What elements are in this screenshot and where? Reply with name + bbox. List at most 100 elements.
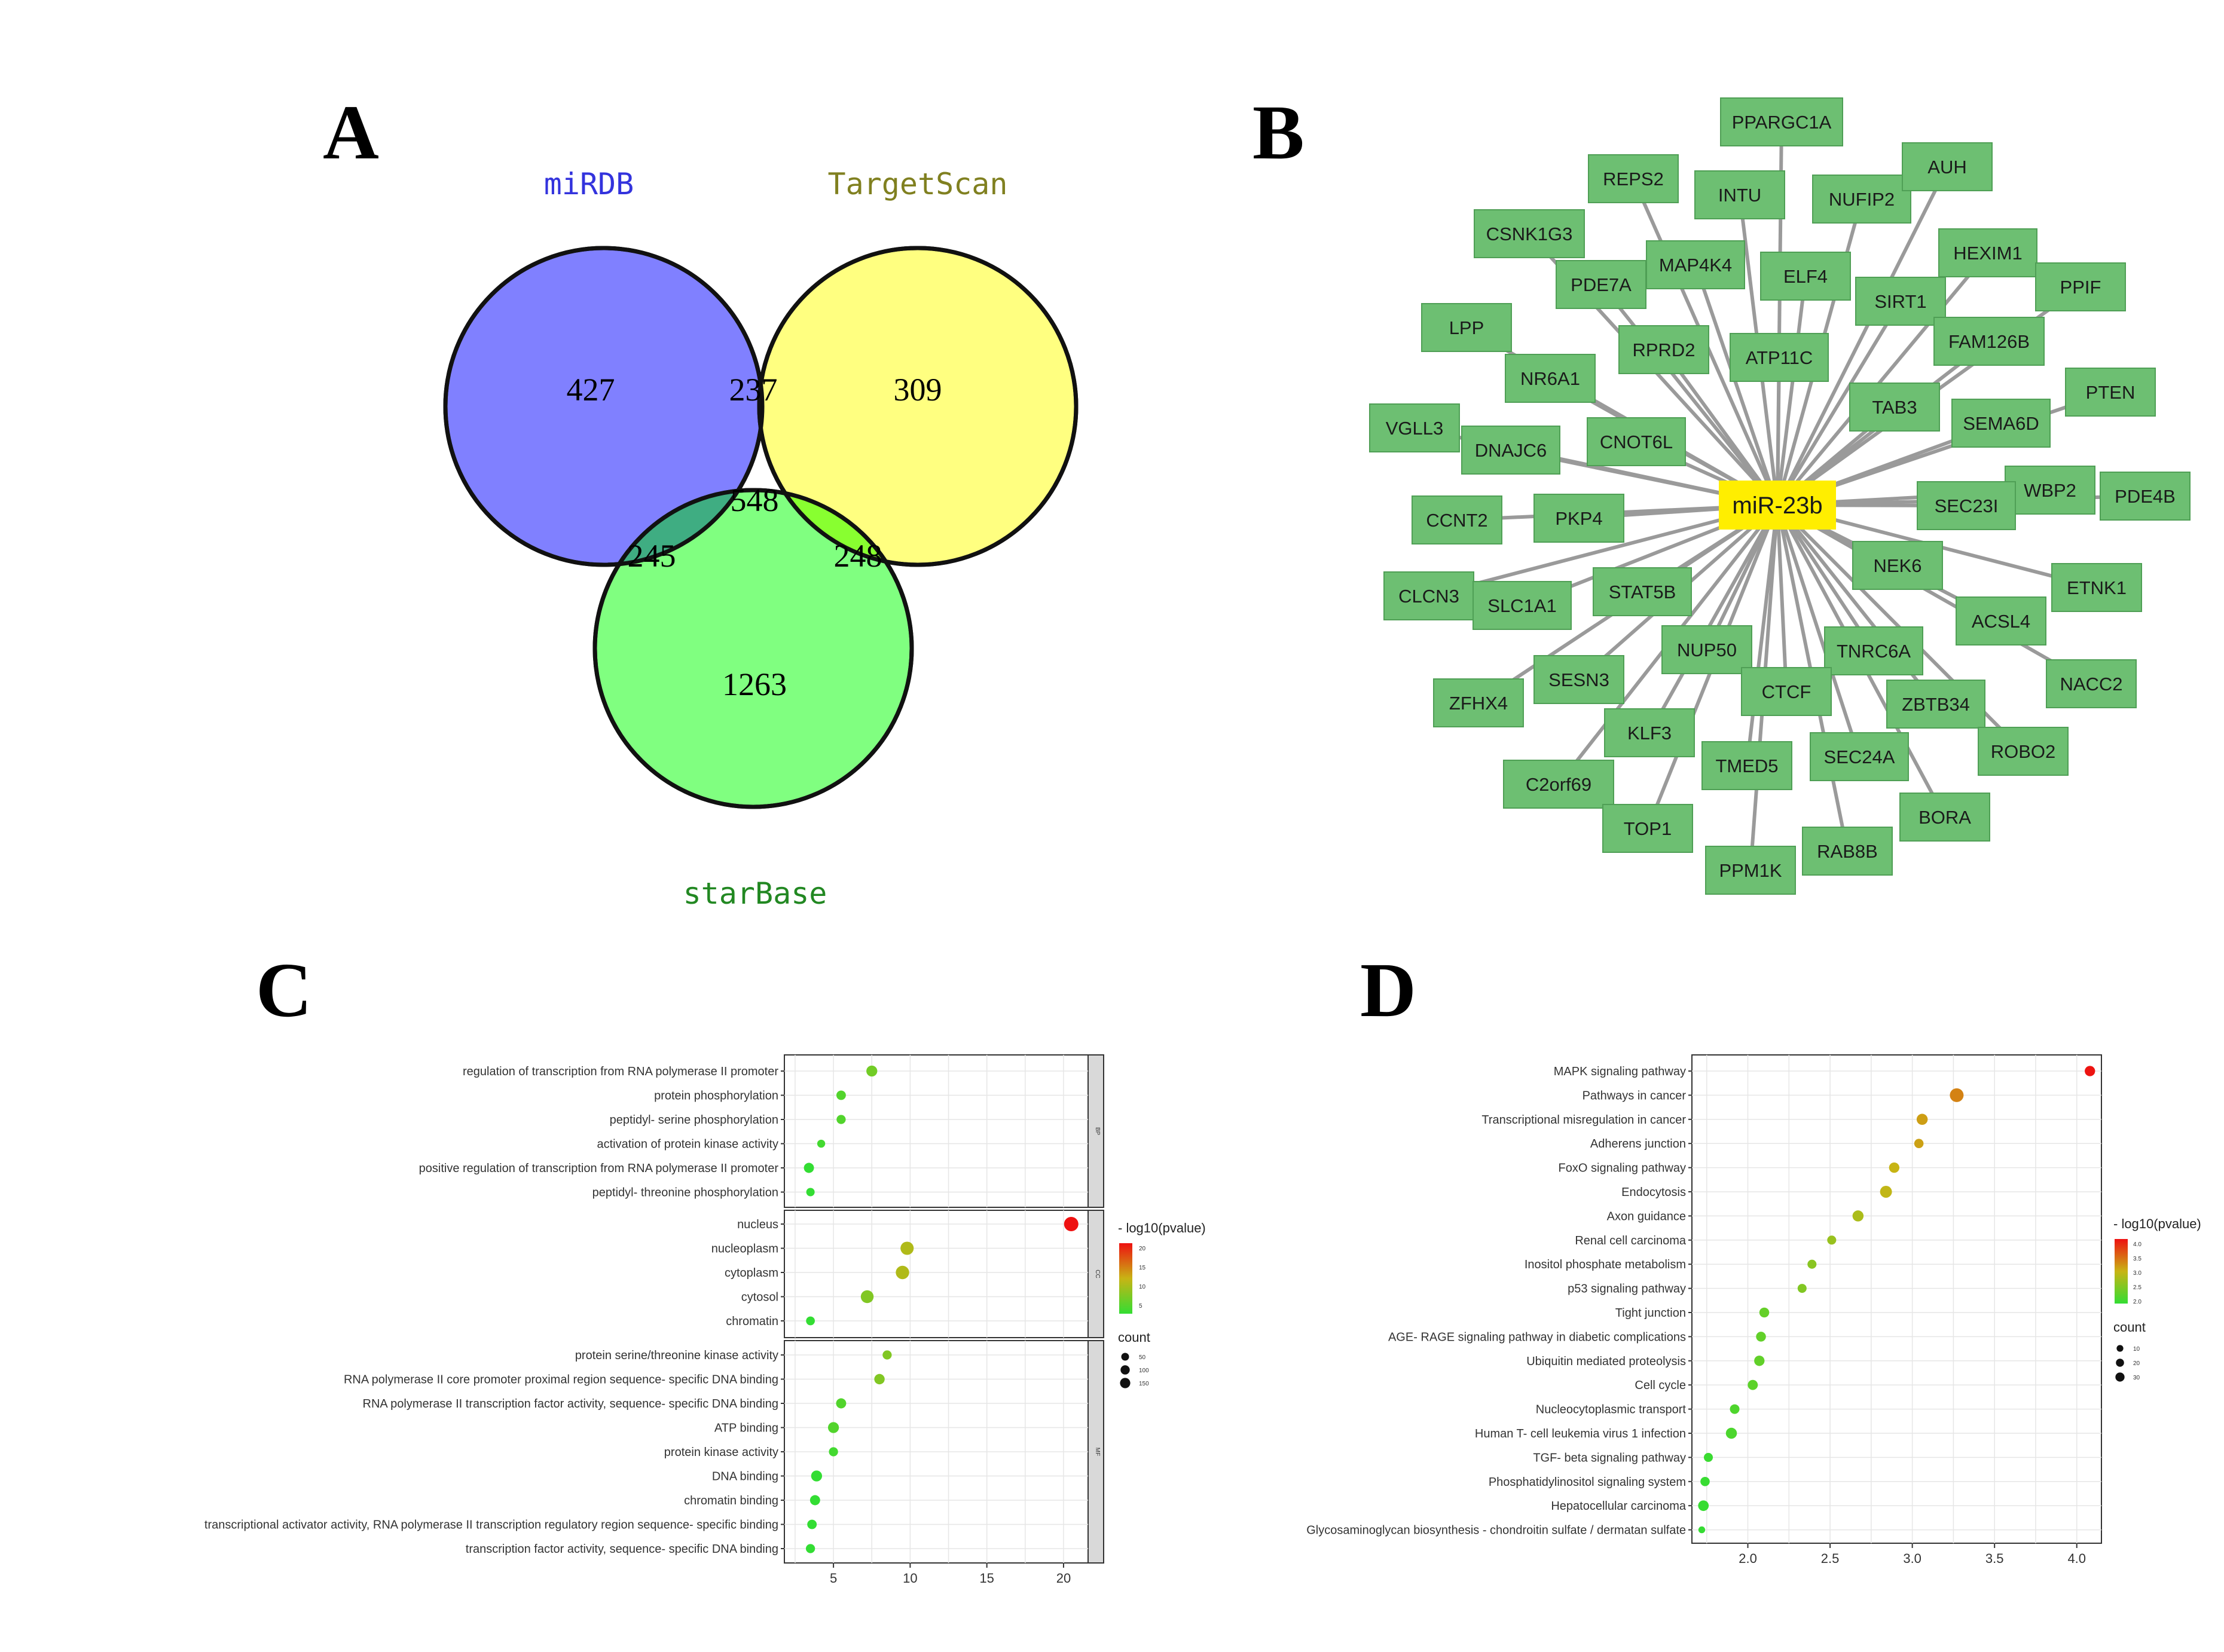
network-node: HEXIM1 — [1938, 228, 2037, 277]
network-node-box — [1461, 426, 1560, 475]
network-node-box — [1503, 760, 1614, 809]
network-node-box — [1852, 541, 1943, 590]
venn-count-all-three: 548 — [731, 482, 779, 518]
network-node: PTEN — [2065, 368, 2156, 417]
network-edge — [1776, 504, 1861, 757]
network-node-box — [1933, 317, 2045, 366]
network-node: ACSL4 — [1956, 596, 2046, 645]
network-node: PPM1K — [1705, 846, 1796, 895]
go-strip-label: MF — [1094, 1448, 1101, 1456]
go-term-label: protein serine/threonine kinase activity — [575, 1349, 778, 1362]
network-node-box — [1951, 399, 2051, 448]
network-node: PDE7A — [1556, 260, 1646, 309]
network-node-label: PKP4 — [1555, 508, 1602, 529]
go-tick-label: 10 — [903, 1571, 917, 1586]
network-node: NUP50 — [1661, 625, 1752, 674]
kegg-dot — [1759, 1307, 1770, 1318]
network-node-label: PTEN — [2086, 382, 2136, 403]
go-strip — [1087, 1340, 1104, 1564]
network-node-box — [1618, 325, 1709, 374]
network-node-box — [1956, 596, 2046, 645]
network-node-label: PDE4B — [2115, 486, 2176, 507]
venn-count-targetscan-starbase: 248 — [834, 538, 882, 574]
network-node: SEMA6D — [1951, 399, 2051, 448]
go-term-label: nucleus — [737, 1218, 778, 1231]
network-node: PPARGC1A — [1720, 97, 1843, 146]
network-node-box — [1694, 170, 1785, 219]
kegg-dot — [1916, 1113, 1928, 1125]
go-panel-frame — [784, 1210, 1089, 1338]
network-node-box — [1412, 495, 1502, 544]
kegg-term-label: FoxO signaling pathway — [1559, 1162, 1686, 1175]
kegg-term-label: AGE- RAGE signaling pathway in diabetic … — [1388, 1330, 1686, 1344]
go-dot — [836, 1090, 846, 1100]
network-node-box — [1588, 154, 1679, 203]
network-node-box — [1433, 678, 1524, 727]
network-edge — [1776, 357, 1781, 506]
kegg-term-label: Hepatocellular carcinoma — [1551, 1500, 1687, 1513]
network-node-box — [1505, 354, 1596, 403]
network-node: ATP11C — [1730, 333, 1829, 382]
network-node: TAB3 — [1849, 383, 1940, 432]
network-node: C2orf69 — [1503, 760, 1614, 809]
network-node: INTU — [1694, 170, 1785, 219]
network-node: ROBO2 — [1978, 727, 2069, 776]
network-node-box — [1533, 494, 1624, 543]
go-dot — [900, 1241, 914, 1255]
go-legend-size-tick: 150 — [1139, 1381, 1149, 1387]
network-node: MAP4K4 — [1646, 240, 1745, 289]
network-node-box — [1705, 846, 1796, 895]
network-node-label: RPRD2 — [1632, 339, 1695, 360]
go-legend-color-tick: 5 — [1139, 1303, 1142, 1310]
go-tick-label: 20 — [1056, 1571, 1071, 1586]
network-node-label: TAB3 — [1872, 397, 1917, 418]
go-legend-color-tick: 10 — [1139, 1284, 1146, 1290]
network-node: PPIF — [2035, 262, 2126, 311]
go-term-label: cytoplasm — [725, 1266, 778, 1280]
network-node: SESN3 — [1533, 655, 1624, 704]
network-node-label: CTCF — [1762, 681, 1811, 702]
go-legend-color-tick: 20 — [1139, 1246, 1146, 1252]
network-node: BORA — [1899, 793, 1990, 842]
kegg-term-label: MAPK signaling pathway — [1554, 1065, 1686, 1078]
kegg-term-label: Axon guidance — [1607, 1210, 1686, 1223]
network-node: RAB8B — [1802, 827, 1893, 876]
go-panel-frame — [784, 1054, 1089, 1208]
network-node-box — [1602, 804, 1693, 853]
network-node-label: LPP — [1449, 317, 1484, 338]
network-node-label: AUH — [1927, 157, 1966, 178]
network-node-box — [2035, 262, 2126, 311]
panel-letter-c: C — [256, 947, 312, 1033]
kegg-dot — [1827, 1235, 1837, 1245]
kegg-legend-size-tick: 10 — [2133, 1346, 2140, 1353]
venn-count-starbase-only: 1263 — [722, 666, 787, 702]
kegg-legend: - log10(pvalue)4.03.53.02.52.0count10203… — [2113, 1216, 2201, 1382]
go-term-label: RNA polymerase II transcription factor a… — [363, 1397, 779, 1411]
network-node-label: FAM126B — [1948, 331, 2030, 352]
venn-count-mirdb-starbase: 245 — [628, 538, 676, 574]
network-edge — [1776, 503, 2092, 686]
network-node-label: C2orf69 — [1526, 774, 1591, 795]
network-node-box — [1938, 228, 2037, 277]
network-node: NACC2 — [2046, 659, 2137, 708]
network-node: ELF4 — [1760, 252, 1851, 301]
go-dot — [805, 1544, 815, 1553]
kegg-dot — [1889, 1162, 1900, 1173]
network-node-box — [2051, 563, 2142, 612]
network-node-label: CSNK1G3 — [1486, 224, 1573, 244]
network-node: SEC23I — [1917, 481, 2016, 530]
network-node-label: HEXIM1 — [1953, 243, 2022, 264]
network-node-box — [1474, 209, 1585, 258]
network-node-box — [1730, 333, 1829, 382]
kegg-term-label: Tight junction — [1615, 1307, 1686, 1320]
network-node: TOP1 — [1602, 804, 1693, 853]
network-node-box — [1824, 626, 1923, 675]
network-edge — [1694, 264, 1779, 506]
kegg-dot — [1880, 1186, 1892, 1198]
network-node-label: TNRC6A — [1837, 641, 1911, 662]
kegg-dot — [1748, 1379, 1758, 1390]
